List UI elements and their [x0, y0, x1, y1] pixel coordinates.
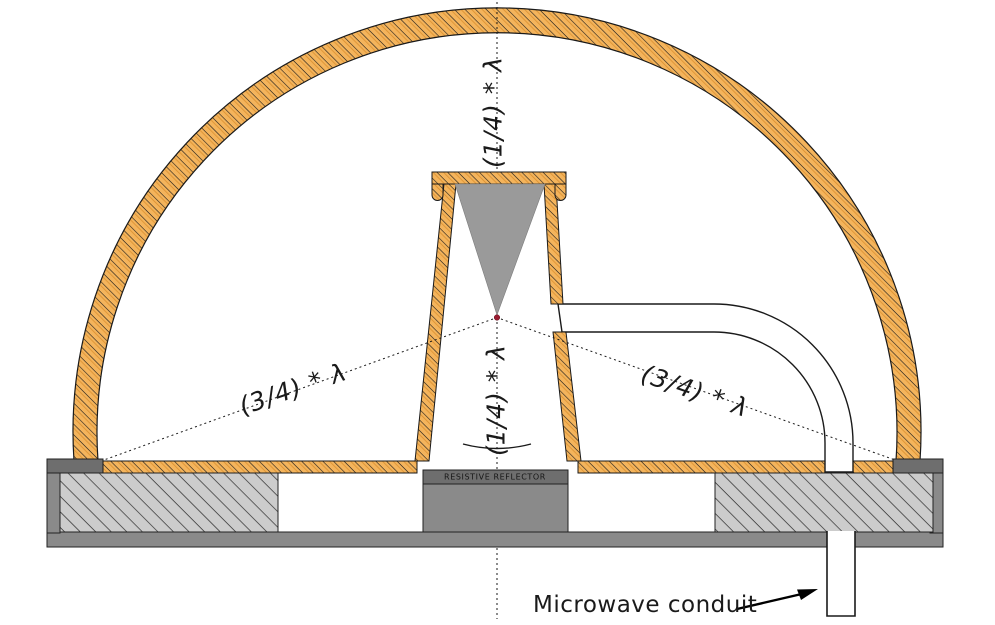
base-right-cap [892, 458, 944, 474]
cone-wall-right-lower [552, 331, 582, 462]
ground-strip-left [102, 460, 418, 474]
conduit-arrow-head [797, 589, 818, 600]
label-microwave-conduit: Microwave conduit [533, 592, 758, 618]
quarter-wave-arc [462, 443, 532, 450]
microwave-conduit-bend [557, 303, 854, 473]
cone-wall-left [414, 183, 457, 462]
cone-wall-right-upper [543, 183, 564, 305]
label-bottom-quarter-wavelength: (1/4) * λ [481, 344, 511, 456]
base-bottom-bar [46, 531, 944, 548]
microwave-conduit-tube [826, 531, 856, 617]
conduit-arrow-line [736, 591, 807, 611]
cone-lid-bar [431, 171, 567, 185]
absorber-block-right [714, 472, 934, 533]
absorber-block-left [59, 472, 279, 533]
label-top-quarter-wavelength: (1/4) * λ [478, 56, 508, 168]
label-resistive-reflector: RESISTIVE REFLECTOR [444, 472, 546, 482]
base-left-cap [46, 458, 104, 474]
resistive-reflector-band [422, 469, 569, 485]
base-left-bar [46, 471, 61, 534]
feed-cone [454, 183, 546, 316]
feed-point-dot [493, 314, 501, 321]
ray-left-three-quarter [103, 318, 494, 461]
